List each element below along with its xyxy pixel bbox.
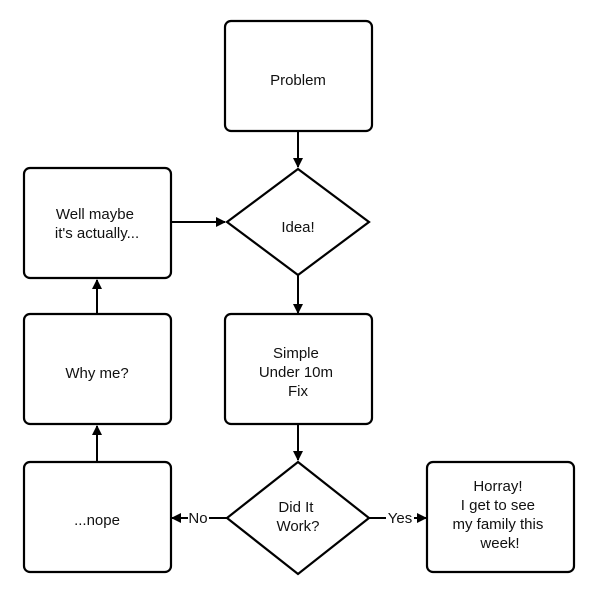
node-nope-label: ...nope — [74, 512, 120, 529]
node-problem: Problem — [223, 19, 374, 133]
edge-label-no: No — [188, 510, 207, 527]
node-horray-label: Horray! I get to see my family this week… — [452, 478, 547, 552]
node-simple-fix: Simple Under 10m Fix — [223, 312, 374, 426]
node-well-maybe-label: Well maybe it's actually... — [55, 206, 139, 242]
node-problem-label: Problem — [270, 72, 326, 89]
node-did-it-work-label: Did It Work? — [276, 499, 319, 535]
node-did-it-work: Did It Work? — [225, 460, 371, 576]
node-horray: Horray! I get to see my family this week… — [425, 460, 576, 574]
node-nope: ...nope — [22, 460, 173, 574]
node-well-maybe: Well maybe it's actually... — [22, 166, 173, 280]
node-why-me-label: Why me? — [65, 365, 128, 382]
edge-label-yes: Yes — [388, 510, 412, 527]
node-why-me: Why me? — [22, 312, 173, 426]
node-idea-label: Idea! — [281, 219, 314, 236]
node-simple-fix-label: Simple Under 10m Fix — [259, 345, 337, 400]
node-idea: Idea! — [225, 167, 371, 277]
